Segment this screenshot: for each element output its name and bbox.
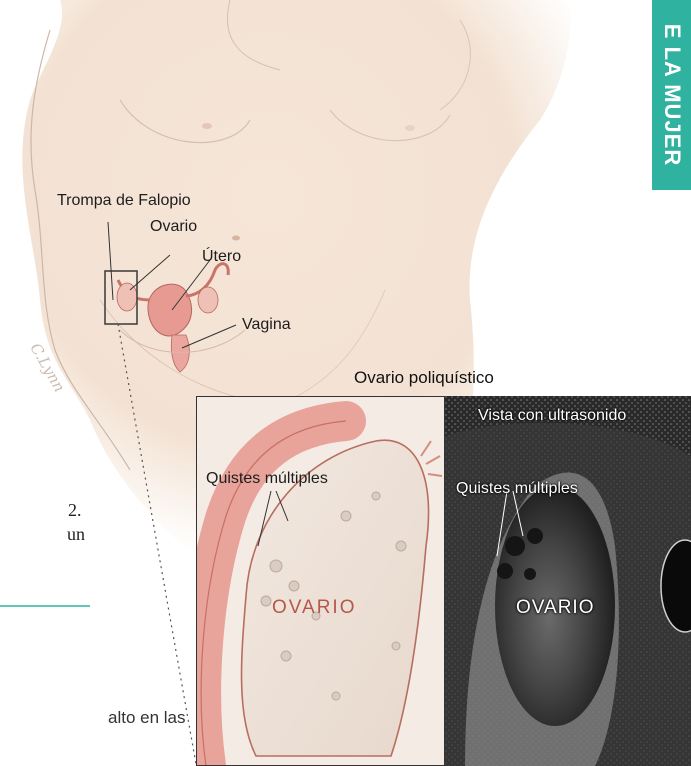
text-fragment-3: alto en las (108, 708, 186, 728)
chapter-tab: E LA MUJER (652, 0, 691, 190)
label-vagina: Vagina (242, 316, 291, 334)
ultrasound-view-label: Vista con ultrasonido (478, 407, 626, 425)
label-uterus: Útero (202, 248, 241, 266)
ultrasound-cysts-label: Quistes múltiples (456, 480, 578, 498)
illustration-cysts-label: Quistes múltiples (206, 470, 328, 488)
illustration-ovary-label: OVARIO (272, 597, 357, 619)
ultrasound-panel (445, 396, 691, 766)
ultrasound-ovary-label: OVARIO (516, 597, 595, 619)
chapter-tab-label: E LA MUJER (659, 24, 685, 166)
text-fragment-1: 2. (68, 500, 82, 521)
inset-title: Ovario poliquístico (354, 368, 494, 388)
text-fragment-2: un (67, 524, 85, 545)
label-ovary: Ovario (150, 218, 197, 236)
label-fallopian-tube: Trompa de Falopio (57, 192, 191, 210)
ovary-illustration-panel (196, 396, 445, 766)
